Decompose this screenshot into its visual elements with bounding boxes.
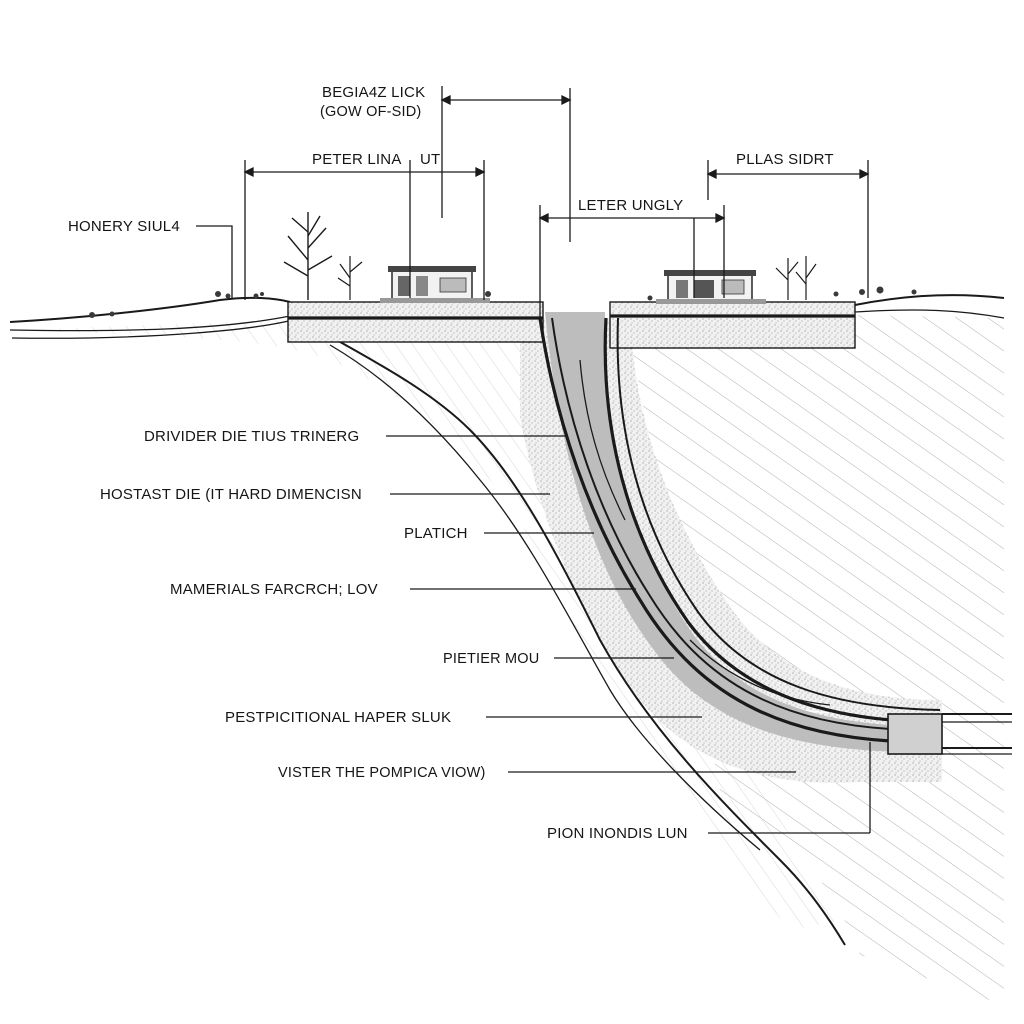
pipe-wall-right-inner bbox=[616, 317, 941, 711]
dim-left-label: PETER LINA bbox=[312, 151, 402, 168]
tunnel-bedding bbox=[520, 318, 942, 783]
tree-icon bbox=[283, 212, 333, 300]
shrub-icon bbox=[89, 286, 917, 318]
left-platform-slab bbox=[287, 301, 544, 343]
dim-left-suffix: UT bbox=[420, 151, 440, 168]
dim-center-label: LETER UNGLY bbox=[578, 197, 683, 214]
building-icon bbox=[380, 266, 490, 303]
pipe-wall-left-inner bbox=[551, 317, 941, 732]
shaft-core bbox=[545, 312, 940, 753]
pipe-wall-right bbox=[603, 317, 941, 724]
left-slope-inner bbox=[329, 344, 761, 851]
right-platform-slab bbox=[609, 301, 856, 349]
pipe-exit bbox=[887, 713, 943, 755]
top-label-line1: BEGIA4Z LICK bbox=[322, 84, 425, 101]
ground-surface-left bbox=[9, 296, 291, 323]
callout-4-label: MAMERIALS FARCRCH; LOV bbox=[170, 581, 378, 598]
top-label-line2: (GOW OF-SID) bbox=[320, 104, 421, 120]
right-earth-mass bbox=[630, 315, 1004, 1005]
ground-surface-right bbox=[854, 294, 1005, 306]
tree-icon bbox=[795, 256, 817, 300]
ground-layer-line bbox=[11, 317, 301, 339]
flow-streak-1 bbox=[579, 359, 626, 521]
pipe-wall-left bbox=[538, 317, 941, 744]
dimension-lines bbox=[196, 86, 870, 318]
tree-icon bbox=[775, 258, 799, 300]
ground-surface-left-lower bbox=[9, 315, 291, 332]
left-earth-mass bbox=[12, 320, 845, 930]
callout-6-label: PESTPICITIONAL HAPER SLUK bbox=[225, 709, 451, 726]
tree-icon bbox=[337, 256, 363, 300]
ground-surface-right-lower bbox=[854, 309, 1005, 319]
left-slope-outer bbox=[299, 317, 846, 946]
callout-1-label: DRIVIDER DIE TIUS TRINERG bbox=[144, 428, 359, 445]
callout-2-label: HOSTAST DIE (IT HARD DIMENCISN bbox=[100, 486, 362, 503]
flow-streak-2 bbox=[689, 639, 831, 706]
callout-8-label: PION INONDIS LUN bbox=[547, 825, 688, 842]
callout-7-label: VISTER THE POMPICA VIOW) bbox=[278, 765, 486, 781]
callout-5-label: PIETIER MOU bbox=[443, 651, 539, 667]
callout-leaders bbox=[386, 435, 871, 834]
dim-right-label: PLLAS SIDRT bbox=[736, 151, 834, 168]
surface-left-label: HONERY SIUL4 bbox=[68, 218, 180, 235]
tunnel-bedding-right bbox=[603, 318, 942, 713]
building-icon bbox=[656, 270, 766, 304]
callout-3-label: PLATICH bbox=[404, 525, 468, 542]
